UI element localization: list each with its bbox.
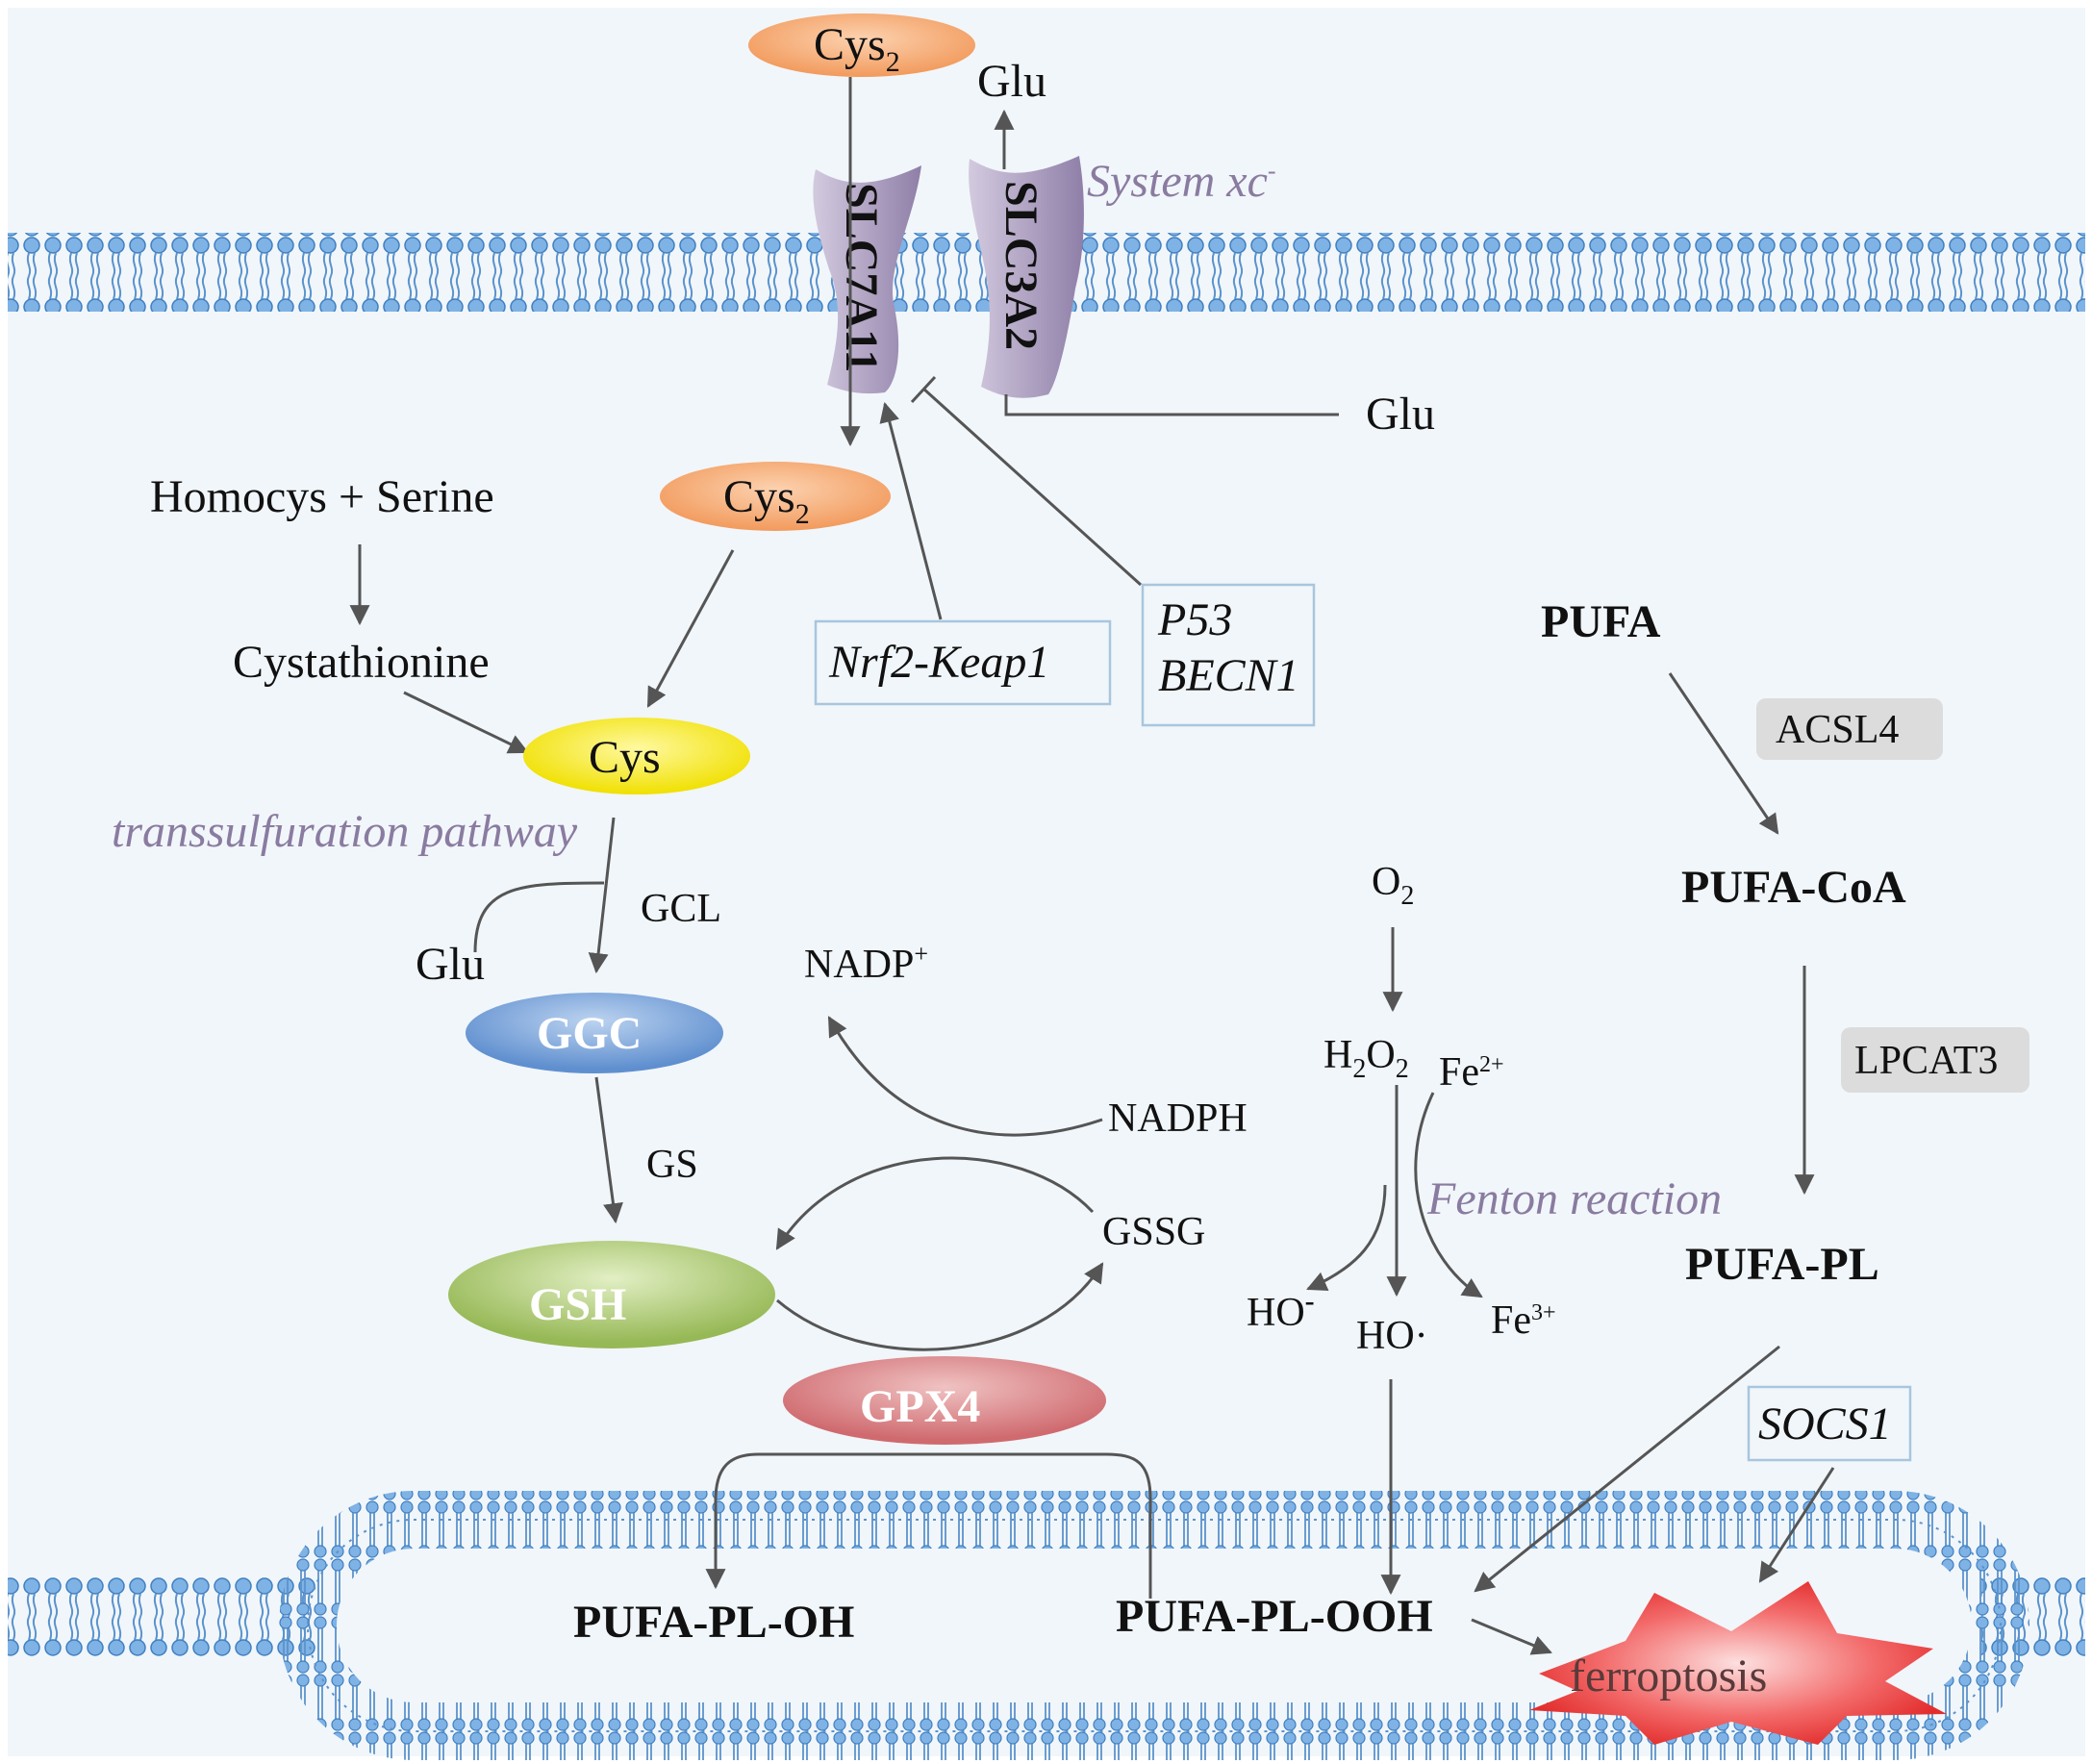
fe2-label: Fe2+ — [1439, 1050, 1504, 1095]
p53-inhibition-line — [921, 387, 1143, 587]
gs-label: GS — [646, 1143, 698, 1187]
gssg-label: GSSG — [1102, 1210, 1205, 1254]
pufa-pl-label: PUFA-PL — [1685, 1239, 1879, 1290]
p53-becn1-box[interactable]: P53 BECN1 — [1141, 583, 1316, 727]
slc7a11-label: SLC7A11 — [836, 183, 887, 372]
arrow-gssg-to-gsh — [775, 1156, 1095, 1250]
svg-text:BECN1: BECN1 — [1158, 650, 1299, 701]
organelle-membrane — [279, 1491, 2029, 1760]
svg-text:ferroptosis: ferroptosis — [1570, 1651, 1767, 1701]
socs1-box[interactable]: SOCS1 — [1747, 1385, 1912, 1462]
arrow-pl-to-ooh — [1474, 1345, 1780, 1593]
nadp-label: NADP+ — [804, 940, 928, 987]
arrow-fe2-to-fe3 — [1414, 1092, 1483, 1298]
glu-merge-curve — [473, 881, 605, 953]
system-xc-label: System xc- — [1087, 156, 1276, 207]
acsl4-box[interactable]: ACSL4 — [1756, 698, 1943, 760]
arrow-ggc-to-gsh — [594, 1076, 623, 1224]
slc3a2-label: SLC3A2 — [996, 181, 1046, 350]
arrow-gsh-to-gssg — [776, 1262, 1104, 1351]
glu-inhibitor: Glu — [1366, 389, 1435, 440]
arrow-ooh-to-ferroptosis — [1471, 1618, 1552, 1655]
svg-text:Cys: Cys — [589, 732, 661, 783]
cys2-intracellular: Cys2 — [660, 462, 891, 531]
pufa-label: PUFA — [1541, 596, 1661, 647]
arrow-nadph-to-nadp — [827, 1016, 1103, 1137]
arrow-socs1-to-ferroptosis — [1758, 1467, 1835, 1583]
nadph-label: NADPH — [1108, 1096, 1248, 1141]
h2o2-label: H2O2 — [1323, 1033, 1409, 1084]
svg-text:Cys2: Cys2 — [814, 19, 900, 78]
svg-text:P53: P53 — [1157, 594, 1232, 645]
glu-inhibition-line — [1004, 394, 1339, 416]
cell-membrane-bottom-left — [8, 1577, 315, 1656]
arrow-to-ho-minus — [1306, 1184, 1387, 1291]
pufa-pl-oh-label: PUFA-PL-OH — [573, 1597, 854, 1648]
arrow-cys-to-ggc — [588, 817, 616, 974]
arrow-nrf2-activates — [879, 401, 943, 620]
fe3-label: Fe3+ — [1491, 1298, 1556, 1343]
slc7a11-transporter[interactable]: SLC7A11 — [813, 165, 921, 394]
ggc-node: GGC — [466, 993, 723, 1073]
svg-text:LPCAT3: LPCAT3 — [1854, 1039, 1998, 1083]
svg-text:GSH: GSH — [529, 1279, 626, 1330]
cys-node: Cys — [523, 718, 750, 794]
cys2-extracellular: Cys2 — [748, 13, 975, 78]
glu-extracellular: Glu — [977, 56, 1046, 107]
pufa-coa-label: PUFA-CoA — [1681, 862, 1906, 913]
gpx4-node: GPX4 — [783, 1356, 1106, 1445]
ho-dot-label: HO· — [1356, 1314, 1428, 1358]
arrow-gpx4-reduction — [705, 1452, 1152, 1599]
homocys-serine-label: Homocys + Serine — [150, 471, 494, 522]
transsulfuration-label: transsulfuration pathway — [112, 806, 578, 857]
gcl-label: GCL — [641, 887, 721, 931]
svg-text:SOCS1: SOCS1 — [1758, 1399, 1892, 1449]
glu-gcl-substrate: Glu — [416, 939, 485, 990]
arrow-pufa-to-coa — [1668, 672, 1779, 835]
lpcat3-box[interactable]: LPCAT3 — [1841, 1027, 2029, 1093]
svg-text:GGC: GGC — [537, 1008, 642, 1059]
ho-minus-label: HO- — [1247, 1285, 1315, 1335]
arrow-cys2-to-cys — [646, 549, 735, 708]
slc3a2-transporter[interactable]: SLC3A2 — [969, 156, 1084, 398]
ferroptosis-node: ferroptosis — [1529, 1581, 1947, 1745]
svg-text:Cys2: Cys2 — [723, 471, 810, 530]
o2-label: O2 — [1372, 860, 1414, 911]
svg-text:Nrf2-Keap1: Nrf2-Keap1 — [828, 637, 1049, 688]
svg-text:ACSL4: ACSL4 — [1776, 708, 1899, 752]
p53-inhibition-bar — [910, 375, 937, 404]
nrf2-keap1-box[interactable]: Nrf2-Keap1 — [814, 619, 1112, 706]
fenton-reaction-label: Fenton reaction — [1426, 1173, 1722, 1224]
pufa-pl-ooh-label: PUFA-PL-OOH — [1116, 1591, 1433, 1642]
arrow-cystathionine-to-cys — [403, 691, 529, 754]
gsh-node: GSH — [448, 1241, 775, 1348]
svg-text:GPX4: GPX4 — [860, 1381, 980, 1432]
cystathionine-label: Cystathionine — [233, 637, 490, 688]
